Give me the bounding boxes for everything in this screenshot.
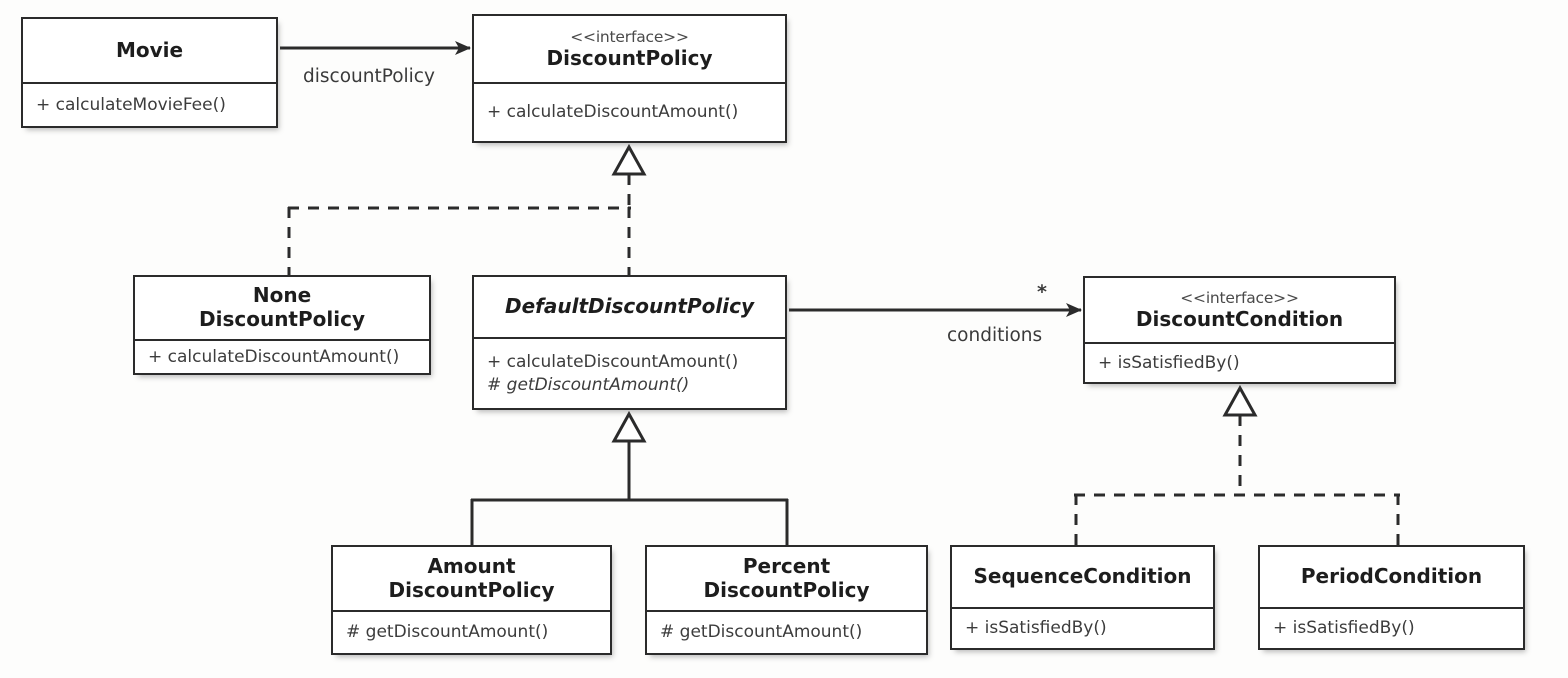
class-member: # getDiscountAmount(): [346, 622, 549, 643]
class-name-discount-policy: DiscountPolicy: [546, 45, 713, 70]
class-name-percent-discount-policy-line1: Percent: [742, 553, 831, 578]
class-members-period-condition: + isSatisfiedBy(): [1260, 609, 1523, 648]
class-member: + calculateDiscountAmount(): [487, 352, 739, 373]
hollow-triangle-icon: [611, 410, 647, 443]
class-member: + isSatisfiedBy(): [1273, 618, 1415, 639]
class-member: # getDiscountAmount(): [660, 622, 863, 643]
class-header-sequence-condition: SequenceCondition: [952, 547, 1213, 609]
multiplicity-conditions: *: [1037, 281, 1047, 303]
class-box-discount-condition[interactable]: <<interface>> DiscountCondition + isSati…: [1083, 276, 1396, 384]
class-box-discount-policy[interactable]: <<interface>> DiscountPolicy + calculate…: [472, 14, 787, 143]
class-member: # getDiscountAmount(): [487, 374, 690, 395]
edge-realization-to-discountpolicy: [287, 143, 647, 275]
class-member: + calculateDiscountAmount(): [148, 346, 400, 367]
stereotype-label: <<interface>>: [1180, 288, 1299, 307]
class-member: + calculateDiscountAmount(): [487, 102, 739, 123]
class-name-amount-discount-policy-line1: Amount: [427, 553, 516, 578]
class-members-sequence-condition: + isSatisfiedBy(): [952, 609, 1213, 648]
class-header-discount-policy: <<interface>> DiscountPolicy: [474, 16, 785, 84]
class-name-default-discount-policy: DefaultDiscountPolicy: [504, 294, 754, 319]
association-label-conditions: conditions: [947, 325, 1043, 346]
class-header-period-condition: PeriodCondition: [1260, 547, 1523, 609]
class-header-discount-condition: <<interface>> DiscountCondition: [1085, 278, 1394, 344]
class-name-none-discount-policy-line2: DiscountPolicy: [199, 307, 365, 331]
edge-realization-to-discountcondition: [1074, 384, 1400, 545]
class-box-sequence-condition[interactable]: SequenceCondition + isSatisfiedBy(): [950, 545, 1215, 650]
class-box-amount-discount-policy[interactable]: Amount DiscountPolicy # getDiscountAmoun…: [331, 545, 612, 655]
class-members-movie: + calculateMovieFee(): [23, 84, 276, 126]
class-header-movie: Movie: [23, 19, 276, 84]
class-members-none-discount-policy: + calculateDiscountAmount(): [135, 341, 429, 373]
class-members-discount-policy: + calculateDiscountAmount(): [474, 84, 785, 141]
class-box-default-discount-policy[interactable]: DefaultDiscountPolicy + calculateDiscoun…: [472, 275, 787, 410]
class-members-amount-discount-policy: # getDiscountAmount(): [333, 612, 610, 653]
stereotype-label: <<interface>>: [570, 27, 689, 46]
class-name-sequence-condition: SequenceCondition: [973, 564, 1192, 589]
class-member: + calculateMovieFee(): [36, 94, 226, 115]
class-name-period-condition: PeriodCondition: [1300, 564, 1483, 589]
class-header-none-discount-policy: None DiscountPolicy: [135, 277, 429, 341]
class-member: + isSatisfiedBy(): [965, 618, 1107, 639]
hollow-triangle-icon: [611, 143, 647, 176]
edge-generalization-to-defaultdiscountpolicy: [470, 410, 789, 545]
class-members-discount-condition: + isSatisfiedBy(): [1085, 344, 1394, 382]
association-label-discountpolicy: discountPolicy: [303, 66, 435, 87]
class-header-default-discount-policy: DefaultDiscountPolicy: [474, 277, 785, 339]
class-box-movie[interactable]: Movie + calculateMovieFee(): [21, 17, 278, 128]
class-name-discount-condition: DiscountCondition: [1135, 306, 1344, 331]
class-member: + isSatisfiedBy(): [1098, 352, 1240, 373]
class-header-amount-discount-policy: Amount DiscountPolicy: [333, 547, 610, 612]
class-members-percent-discount-policy: # getDiscountAmount(): [647, 612, 926, 653]
class-name-none-discount-policy-line1: None: [252, 283, 312, 308]
class-name-amount-discount-policy-line2: DiscountPolicy: [388, 577, 555, 602]
class-name-movie: Movie: [115, 37, 184, 62]
hollow-triangle-icon: [1222, 384, 1258, 417]
class-box-period-condition[interactable]: PeriodCondition + isSatisfiedBy(): [1258, 545, 1525, 650]
class-box-percent-discount-policy[interactable]: Percent DiscountPolicy # getDiscountAmou…: [645, 545, 928, 655]
class-box-none-discount-policy[interactable]: None DiscountPolicy + calculateDiscountA…: [133, 275, 431, 375]
class-members-default-discount-policy: + calculateDiscountAmount() # getDiscoun…: [474, 339, 785, 408]
class-name-percent-discount-policy-line2: DiscountPolicy: [703, 577, 870, 602]
class-header-percent-discount-policy: Percent DiscountPolicy: [647, 547, 926, 612]
